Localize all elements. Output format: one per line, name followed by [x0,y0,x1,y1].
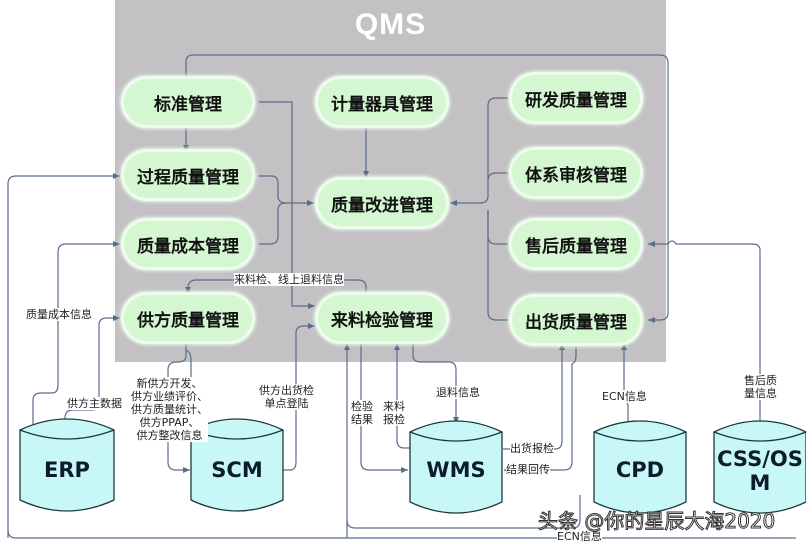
module-after-sales-quality: 售后质量管理 [512,221,640,267]
label-after-sales-info-1: 售后质 [744,374,777,387]
line-audit-improvement [487,172,508,182]
system-erp: ERP [44,458,90,482]
label-return-info: 退料信息 [436,386,480,399]
label-supplier-info-4: 供方PPAP、 [139,416,200,429]
system-css-osm: CSS/OS M [714,447,806,495]
label-incoming-report: 来料 报检 [383,400,405,426]
line-erp-cost [32,241,120,428]
db-cpd [593,420,687,514]
label-after-sales-info: 售后质 量信息 [744,374,777,400]
module-supplier-quality: 供方质量管理 [124,295,252,341]
module-quality-improvement: 质量改进管理 [318,180,446,226]
label-supplier-info-2: 供方业绩评价、 [131,390,208,403]
line-rd-improvement [450,97,508,206]
line-ecn-bottom [346,495,581,529]
line-shipment-wms [504,343,577,473]
db-css [713,420,806,514]
line-cost-improvement [259,202,287,245]
label-supplier-master-data: 供方主数据 [67,397,122,410]
label-shipment-report: 出货报检 [510,442,554,455]
watermark: 头条 @你的星辰大海2020 [537,509,776,534]
module-shipment-quality: 出货质量管理 [512,297,640,343]
system-wms: WMS [426,458,486,482]
line-shipment-improvement [487,210,508,321]
label-supplier-info-1: 新供方开发、 [136,377,203,390]
line-incoming-wms-result [360,343,408,473]
label-supplier-shipment-1: 供方出货检 [259,384,314,397]
system-css-line1: CSS/OS [717,447,803,471]
line-cpd-shipment [621,343,629,430]
label-inspection-result-1: 检验 [351,400,373,413]
module-measuring: 计量器具管理 [318,79,446,125]
system-scm: SCM [211,458,263,482]
line-standard-loop [185,54,669,323]
label-inspection-result: 检验 结果 [351,400,373,426]
label-incoming-report-1: 来料 [383,400,405,413]
line-scm-supplier [185,349,192,440]
line-process-improvement [259,175,314,206]
system-cpd: CPD [615,458,665,482]
line-wms-shipment [503,343,565,450]
line-wms-incoming-report [394,343,412,449]
label-quality-cost-info: 质量成本信息 [26,308,92,321]
system-css-line2: M [749,471,771,495]
label-ecn-info-bottom: ECN信息 [557,530,602,543]
label-incoming-return-info: 来料检、线上退料信息 [234,273,344,286]
db-wms [409,420,503,514]
module-quality-cost: 质量成本管理 [124,221,252,267]
line-erp-supplier [64,315,120,428]
label-supplier-info-5: 供方整改信息 [136,429,203,442]
db-erp [19,418,115,512]
module-process-quality: 过程质量管理 [124,152,252,198]
label-supplier-info: 新供方开发、 供方业绩评价、 供方质量统计、 供方PPAP、 供方整改信息 [131,377,208,442]
label-incoming-report-2: 报检 [383,413,405,426]
label-supplier-info-3: 供方质量统计、 [131,403,208,416]
module-rd-quality: 研发质量管理 [512,75,640,121]
qms-title: QMS [354,8,427,41]
module-incoming-inspection: 来料检验管理 [318,295,446,341]
label-result-return: 结果回传 [506,463,550,476]
module-standard: 标准管理 [124,79,252,125]
label-after-sales-info-2: 量信息 [744,387,777,400]
line-bottom-loop [7,529,796,539]
line-standard-incoming [259,101,315,309]
line-supplier-scm [167,341,190,473]
line-erp-process [7,173,120,538]
line-css-aftersales [648,240,761,428]
line-aftersales-improvement [487,210,508,245]
label-supplier-shipment-2: 单点登陆 [264,397,309,410]
label-inspection-result-2: 结果 [351,413,373,426]
label-ecn-info-cpd: ECN信息 [602,390,647,403]
label-supplier-shipment: 供方出货检 单点登陆 [259,384,314,410]
line-incoming-wms-return [412,343,459,424]
module-system-audit: 体系审核管理 [512,150,640,196]
